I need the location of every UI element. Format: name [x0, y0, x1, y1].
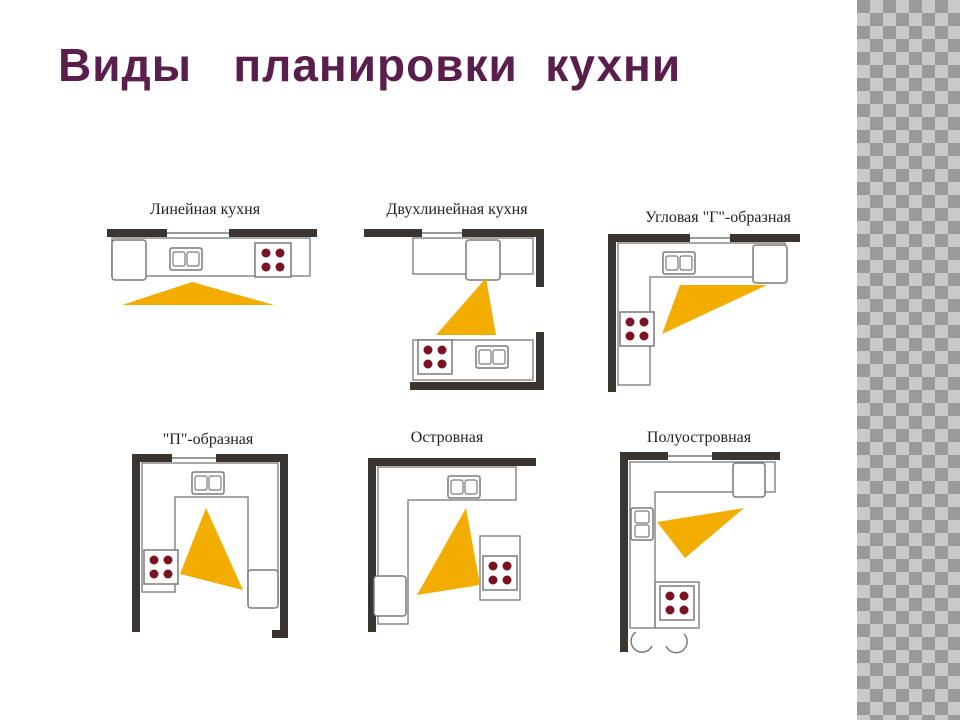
work-triangle: [180, 508, 243, 590]
plan-label-linear: Линейная кухня: [150, 201, 261, 218]
stove-icon: [143, 549, 179, 585]
stove-icon: [482, 555, 518, 591]
sink-icon: [630, 507, 654, 541]
stove-icon: [659, 585, 695, 621]
fridge-icon: [752, 244, 788, 284]
peninsula-counter: [654, 581, 700, 629]
sink-icon: [447, 475, 481, 499]
wall: [608, 234, 800, 392]
page-title: Виды планировки кухни: [58, 39, 682, 91]
plan-label-peninsula: Полуостровная: [647, 429, 752, 446]
work-triangle: [122, 282, 274, 305]
wall: [364, 229, 544, 390]
kitchen-layouts-diagram: Линейная кухня Двухлинейная кухня: [107, 201, 800, 654]
stove-icon: [417, 339, 453, 375]
wall: [107, 229, 317, 237]
fridge-icon: [247, 569, 279, 609]
stove-icon: [254, 242, 292, 278]
stove-icon: [619, 311, 655, 347]
wall: [620, 452, 780, 652]
wall: [132, 454, 288, 638]
plan-label-u-shaped: "П"-образная: [163, 431, 254, 448]
counter: [377, 466, 517, 625]
fridge-icon: [732, 462, 766, 498]
fridge-icon: [111, 239, 147, 281]
plan-peninsula: Полуостровная: [620, 429, 780, 654]
fridge-icon: [373, 575, 407, 617]
counter: [617, 242, 786, 386]
wall: [368, 458, 536, 632]
work-triangle: [417, 508, 480, 595]
counter: [141, 462, 279, 601]
sink-icon: [169, 247, 203, 271]
plan-l-shaped: Угловая "Г"-образная: [608, 209, 800, 392]
sink-icon: [475, 345, 509, 369]
counter: [412, 339, 534, 381]
counter: [629, 461, 776, 629]
sink-icon: [191, 471, 225, 495]
plan-linear: Линейная кухня: [107, 201, 317, 305]
plan-label-l-shaped: Угловая "Г"-образная: [645, 209, 791, 226]
side-decorative-pattern: [857, 0, 960, 720]
fridge-icon: [465, 239, 501, 281]
plan-double-linear: Двухлинейная кухня: [364, 201, 544, 390]
plan-island: Островная: [368, 429, 536, 632]
work-triangle: [657, 508, 744, 558]
plan-label-double-linear: Двухлинейная кухня: [386, 201, 528, 218]
plan-u-shaped: "П"-образная: [132, 431, 288, 638]
plan-label-island: Островная: [411, 429, 484, 446]
bar-stool-icon: [630, 631, 688, 654]
sink-icon: [662, 251, 696, 275]
work-triangle: [436, 278, 496, 335]
work-triangle: [662, 285, 767, 334]
